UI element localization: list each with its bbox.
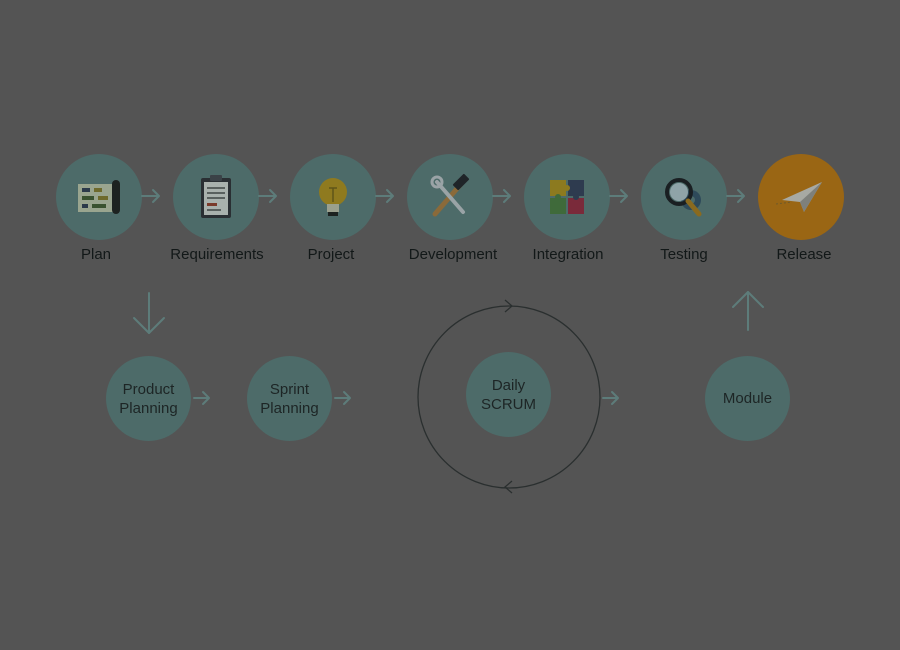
stage-release bbox=[758, 154, 844, 240]
stage-label-integration: Integration bbox=[532, 246, 604, 263]
stage-integration bbox=[524, 154, 610, 240]
product-planning-line1: Product bbox=[122, 380, 175, 398]
daily-scrum-line2: SCRUM bbox=[481, 395, 536, 413]
arrow-development-integration bbox=[492, 189, 511, 203]
arrow-testing-release bbox=[726, 189, 745, 203]
arrow-requirements-project bbox=[258, 189, 277, 203]
daily-scrum-line1: Daily bbox=[491, 376, 526, 394]
arrow-up-to-release bbox=[732, 291, 764, 331]
tools-icon bbox=[430, 173, 470, 217]
arrow-sprint-scrum bbox=[334, 391, 351, 405]
arrow-product-sprint bbox=[193, 391, 210, 405]
arrow-plan-requirements bbox=[141, 189, 160, 203]
product-planning-line2: Planning bbox=[119, 399, 178, 417]
arrow-project-development bbox=[375, 189, 394, 203]
arrow-scrum-module bbox=[602, 391, 619, 405]
stage-label-requirements: Requirements bbox=[170, 246, 264, 263]
blueprint-icon bbox=[78, 180, 120, 214]
stage-label-release: Release bbox=[776, 246, 832, 263]
arrow-down-to-product-planning bbox=[133, 292, 165, 334]
clipboard-icon bbox=[201, 175, 231, 218]
magnifier-gear-icon bbox=[665, 178, 702, 217]
lightbulb-icon bbox=[319, 178, 347, 216]
puzzle-icon bbox=[550, 180, 584, 214]
stage-requirements bbox=[173, 154, 259, 240]
sprint-planning-line1: Sprint bbox=[269, 380, 310, 398]
stage-label-project: Project bbox=[307, 246, 355, 263]
arrow-integration-testing bbox=[609, 189, 628, 203]
stage-testing bbox=[641, 154, 727, 240]
module-label: Module bbox=[722, 390, 773, 407]
stage-label-plan: Plan bbox=[80, 246, 112, 263]
stage-development bbox=[407, 154, 493, 240]
stage-project bbox=[290, 154, 376, 240]
module-node: Module bbox=[705, 356, 790, 441]
stage-plan bbox=[56, 154, 142, 240]
sprint-planning-line2: Planning bbox=[260, 399, 319, 417]
stage-label-testing: Testing bbox=[660, 246, 708, 263]
paper-plane-icon bbox=[775, 182, 822, 212]
stage-label-development: Development bbox=[408, 246, 498, 263]
